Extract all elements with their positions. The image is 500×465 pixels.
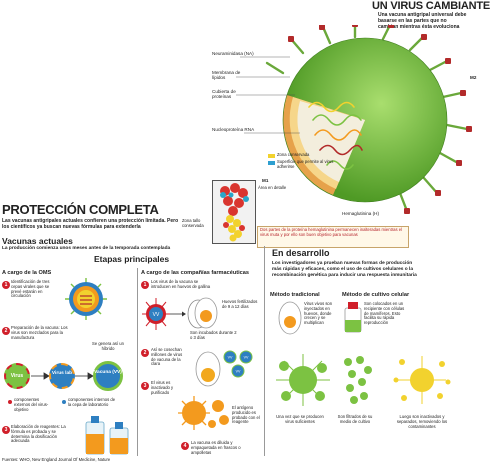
svg-text:VV: VV [244,356,249,360]
hybrid-int-text: componentes internos de la cepa de labor… [68,397,116,407]
antigen-text: El antígeno producido es probado con el … [232,405,260,425]
hemagglutinin-structure-icon [220,183,249,242]
ha-note: Dos partes de la proteína hemaglutinina … [260,227,402,237]
legend-surface-label: Superficie que permite al virus adherirs… [277,159,334,169]
svg-text:VV: VV [153,312,160,318]
cell-method-heading: Método de cultivo celular [342,292,410,298]
virus-leader-lines [236,56,300,134]
vaccine-circle [93,361,123,391]
virus-circle-label: Virus [10,373,24,379]
oms-step-2-number: 2 [2,327,10,335]
divider-oms [137,268,138,456]
current-text: La producción comienza unos meses antes … [2,246,171,251]
three-strains-icon [65,278,107,320]
legend-conserved-swatch [268,154,275,158]
eggs-incubated: Son incubados durante 2 o 3 días [190,330,237,340]
label-membrana: Membrana de lípidos [212,70,241,81]
trad-method-heading: Método tradicional [270,292,320,298]
oms-step-2-text: Preparación de la vacuna: Los virus son … [11,325,68,340]
pharma-step-2-number: 2 [141,349,149,357]
label-area-detalle: Área en detalle [258,185,287,190]
label-m2: M2 [470,75,477,80]
virus-illustration [265,25,472,214]
cell-method-text: Son colocados en un recipiente con célul… [364,301,405,326]
sources: Fuentes: WHO, New England Journal Of Med… [2,457,111,462]
label-cubierta: Cubierta de proteínas [212,89,236,100]
protection-title: PROTECCIÓN COMPLETA [2,202,159,217]
hybrid-note: Se genera así un híbrido [92,341,124,351]
harvest-egg-icon: VV VV VV [195,350,253,387]
oms-heading: A cargo de la OMS [2,270,52,276]
filter-icon [344,356,372,404]
virus-lab-circle [49,363,75,389]
label-nucleoproteina: Nucleoproteína RNA [212,127,255,132]
test-bottles-icon [85,416,129,455]
hemagglutinin-detail-box [212,180,256,244]
current-title: Vacunas actuales [2,236,73,246]
pharma-step-4-text: La vacuna es diluida y empaquetada en fr… [191,440,241,455]
pharma-step-1-text: Los virus de la vacuna se introducen en … [151,279,211,289]
oms-step-3-text: Elaboración de reagentes: La fórmula es … [11,424,66,444]
ha-note-box [257,226,409,248]
dev-step-1: Una vez que se producen virus suficiente… [276,414,324,424]
oms-step-1-text: Identificación de tres cepas virales que… [11,279,50,299]
virus-circle [4,363,30,389]
top-subtitle: Una vacuna antigripal universal debe bas… [378,12,467,30]
vaccine-circle-label: Vacuna (VV) [94,370,122,375]
eggs-fertilized: Huevos fertilizados de 9 a 12 días [222,299,258,309]
pharma-step-3-text: El virus es inactivado y purificado [151,380,174,395]
label-m1: M1 [262,178,269,183]
pharma-step-2-text: Así se cosechan millones de virus de vac… [151,347,183,367]
pharma-step-3-number: 3 [141,382,149,390]
label-hemaglutinina: Hemaglutinina (H) [342,211,380,216]
trad-method-text: Virus vivos son inyectados en huevos, do… [304,301,333,326]
pharma-step-1-number: 1 [141,281,149,289]
cell-flask-icon [344,302,362,333]
oms-step-1-number: 1 [2,281,10,289]
purified-virus-icon [393,356,451,404]
svg-text:VV: VV [228,356,233,360]
antigen-icon [178,396,229,430]
stages-title: Etapas principales [94,254,170,264]
bullet-int-dot [62,400,66,404]
divider-main [264,246,265,456]
trad-egg-icon [278,301,302,335]
dev-step-2: Son filtrados de su medio de cultivo [337,414,373,424]
development-title: En desarrollo [272,248,330,258]
oms-step-3-number: 3 [2,426,10,434]
virus-lab-label: Virus lab [51,371,73,376]
pharma-step-4-number: 4 [181,442,189,450]
virus-cluster-icon [276,354,330,406]
protection-text: Las vacunas antigripales actuales confie… [2,218,179,230]
hybrid-ext-text: componentes externos del virus-objetivo [14,397,49,412]
hybrid-arrows [31,372,94,380]
label-neuraminidasa: Neuraminidasa (NA) [212,51,254,56]
legend-surface-swatch [268,161,275,165]
top-title: UN VIRUS CAMBIANTE [371,0,490,12]
stalk-label: Zona tallo conservada [182,218,204,228]
pharma-heading: A cargo de las compañías farmacéuticas [141,270,249,276]
development-text: Los investigadores ya prueban nuevas for… [272,261,417,278]
bullet-ext-dot [8,400,12,404]
svg-text:VV: VV [236,370,241,374]
dev-step-3: Luego son inactivados y separados, remov… [396,414,448,429]
legend-conserved-label: Zona conservada [277,152,310,157]
egg-pair-icon [194,297,218,329]
